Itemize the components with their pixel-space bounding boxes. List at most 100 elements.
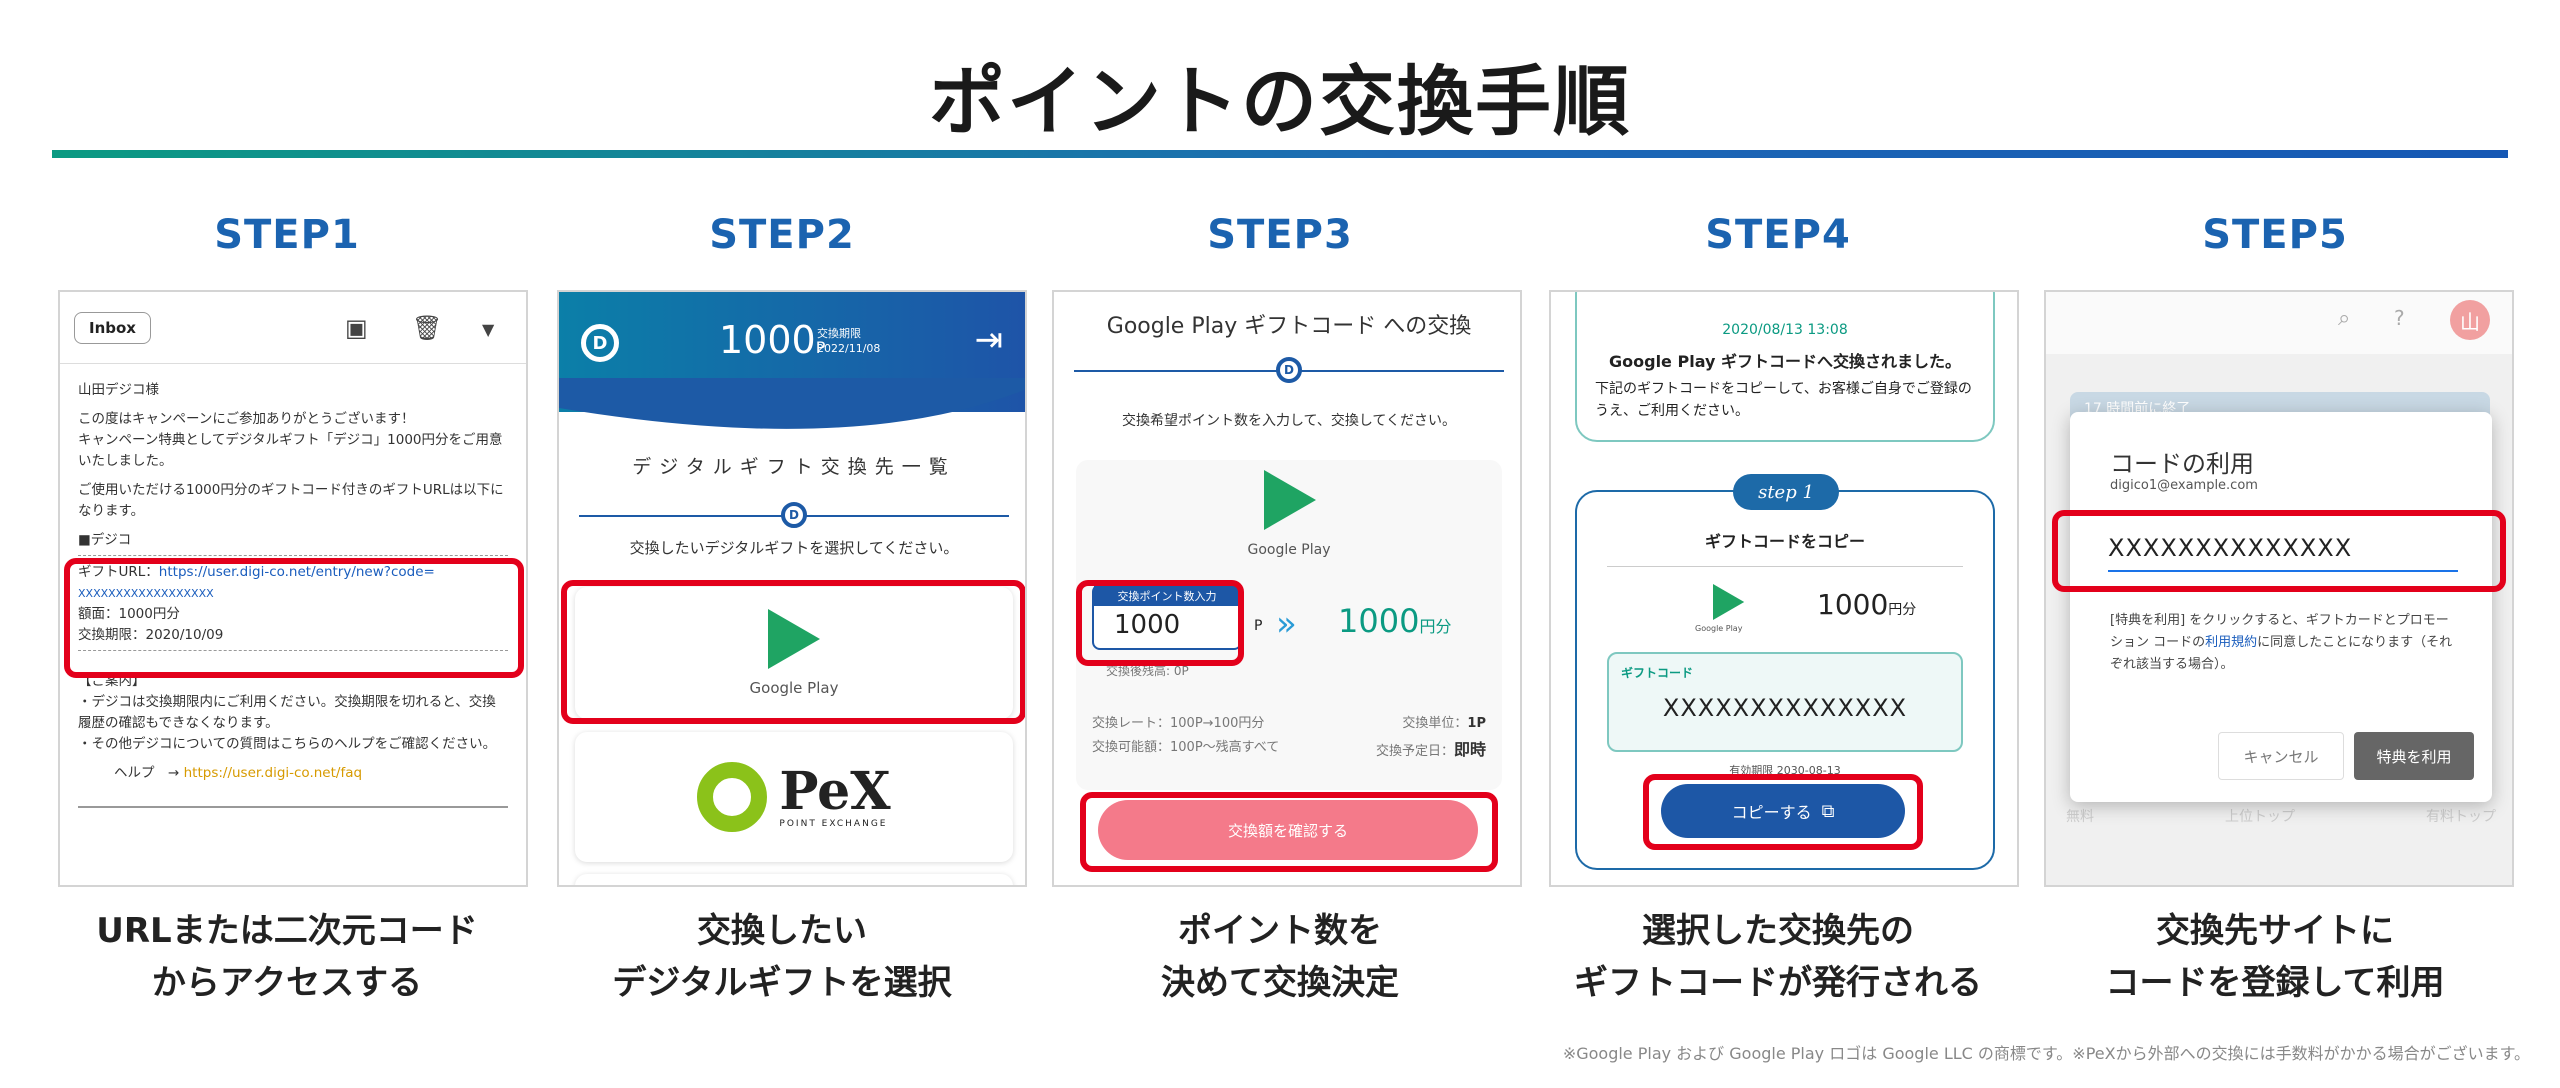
- use-reward-button[interactable]: 特典を利用: [2354, 732, 2474, 780]
- pex-label: PeX: [779, 761, 891, 822]
- step5-caption-1: 交換先サイトに: [2156, 911, 2394, 951]
- code-input[interactable]: XXXXXXXXXXXXXX: [2108, 524, 2458, 572]
- terms-text-1: [特典を利用] をクリックすると、ギフトカードとプロモーション コードの: [2110, 613, 2449, 650]
- copy-heading: ギフトコードをコピー: [1704, 532, 1865, 551]
- digico-icon: D: [781, 502, 807, 528]
- trash-icon[interactable]: 🗑: [412, 314, 443, 342]
- issued-desc: 下記のギフトコードをコピーして、お客様ご自身でご登録のうえ、ご利用ください。: [1595, 381, 1972, 419]
- email-section: ■デジコ: [78, 532, 132, 548]
- schedule-value: 即時: [1453, 740, 1486, 759]
- bg-tabs: 無料 上位トップ 有料トップ: [2066, 806, 2496, 826]
- digico-icon: D: [1276, 357, 1302, 383]
- points-unit: P: [815, 338, 826, 357]
- search-icon[interactable]: ⌕: [2338, 306, 2351, 331]
- step5-label: STEP5: [2202, 212, 2348, 258]
- copy-code-label: コピーする: [1731, 803, 1812, 822]
- step3-exchange-screenshot: Google Play ギフトコード への交換 D 交換希望ポイント数を入力して…: [1052, 290, 1522, 887]
- exchange-rate: 交換レート：100P→100円分: [1092, 716, 1265, 731]
- google-play-logo-icon: [768, 609, 820, 669]
- highlight-copy: [1643, 774, 1923, 850]
- bg-tab-top: 上位トップ: [2225, 809, 2295, 825]
- google-play-card[interactable]: Google Play: [575, 587, 1013, 719]
- redeem-modal: コードの利用 digico1@example.com XXXXXXXXXXXXX…: [2070, 412, 2492, 802]
- page-title: ポイントの交換手順: [929, 57, 1631, 146]
- gift-code-label: ギフトコード: [1621, 666, 1694, 680]
- issued-amount-unit: 円分: [1888, 602, 1917, 618]
- points-input[interactable]: 交換ポイント数入力 1000: [1092, 584, 1242, 650]
- email-greeting: 山田デジコ様: [78, 382, 159, 398]
- step1-caption: URLまたは二次元コードからアクセスする: [42, 905, 532, 1009]
- highlight-url: [64, 558, 524, 678]
- logout-icon[interactable]: ⇥: [974, 320, 1004, 360]
- gift-code[interactable]: XXXXXXXXXXXXXXXXXX: [78, 587, 214, 600]
- balance-value: 0P: [1173, 664, 1189, 678]
- email-body: 山田デジコ様 この度はキャンペーンにご参加ありがとうございます！キャンペーン特典…: [60, 364, 526, 824]
- email-line1: この度はキャンペーンにご参加ありがとうございます！: [78, 411, 415, 427]
- email-line3: ご使用いただける1000円分のギフトコード付きのギフトURLは以下になります。: [78, 482, 504, 519]
- modal-email: digico1@example.com: [2110, 478, 2258, 493]
- header-wave: [559, 378, 1025, 429]
- terms-text: [特典を利用] をクリックすると、ギフトカードとプロモーション コードの利用規約…: [2110, 610, 2460, 676]
- points-input-label: 交換ポイント数入力: [1094, 586, 1240, 606]
- google-play-label: Google Play: [1695, 624, 1743, 633]
- step5-caption-2: コードを登録して利用: [2105, 963, 2445, 1003]
- issued-date: 2020/08/13 13:08: [1722, 322, 1848, 338]
- avatar[interactable]: 山: [2450, 300, 2490, 340]
- terms-link[interactable]: 利用規約: [2205, 635, 2258, 650]
- step4-caption-2: ギフトコードが発行される: [1574, 963, 1982, 1003]
- confirm-exchange-button[interactable]: 交換額を確認する: [1098, 800, 1478, 860]
- points-input-value: 1000: [1114, 610, 1181, 640]
- step3-caption-2: 決めて交換決定: [1161, 963, 1399, 1003]
- highlight-confirm: [1080, 792, 1498, 872]
- help-link[interactable]: https://user.digi-co.net/faq: [183, 765, 363, 781]
- result-box: 2020/08/13 13:08 Google Play ギフトコードへ交換され…: [1575, 292, 1995, 442]
- copy-code-button[interactable]: コピーする ⧉: [1661, 784, 1905, 838]
- google-play-label: Google Play: [749, 679, 839, 697]
- result-unit: 円分: [1419, 617, 1452, 636]
- inbox-chip[interactable]: Inbox: [74, 312, 151, 344]
- google-play-logo-icon: [1713, 584, 1745, 620]
- footnote: ※Google Play および Google Play ロゴは Google …: [1562, 1044, 2530, 1063]
- highlight-google-play: [561, 580, 1025, 724]
- exchange-range: 交換可能額：100P〜残高すべて: [1092, 740, 1280, 755]
- step1-caption-2: からアクセスする: [151, 963, 423, 1003]
- pex-card[interactable]: PeX POINT EXCHANGE: [575, 732, 1013, 862]
- step1-label: STEP1: [214, 212, 360, 258]
- gift-list-sub: 交換したいデジタルギフトを選択してください。: [629, 539, 959, 557]
- step-tag: step 1: [1733, 474, 1839, 510]
- highlight-code: [2052, 510, 2506, 592]
- terms-text-2: に同意したことになります（それぞれ該当する場合）。: [2110, 635, 2453, 672]
- notice-2: ・その他デジコについての質問はこちらのヘルプをご確認ください。: [78, 736, 497, 752]
- gift-list-heading: デジタルギフト交換先一覧: [632, 456, 956, 478]
- step4-caption: 選択した交換先のギフトコードが発行される: [1533, 905, 2023, 1009]
- step1-caption-1: URLまたは二次元コード: [96, 911, 478, 951]
- chevron-down-icon[interactable]: ▼: [482, 320, 495, 339]
- next-card[interactable]: [575, 874, 1013, 885]
- gift-amount: 額面：1000円分: [78, 606, 180, 622]
- step4-label: STEP4: [1705, 212, 1851, 258]
- notice-1: ・デジコは交換期限内にご利用ください。交換期限を切れると、交換履歴の確認もできな…: [78, 694, 496, 731]
- step4-caption-1: 選択した交換先の: [1642, 911, 1914, 951]
- step2-caption: 交換したいデジタルギフトを選択: [537, 905, 1027, 1009]
- archive-icon[interactable]: ▣: [345, 314, 368, 342]
- gift-code-value: XXXXXXXXXXXXXX: [1662, 694, 1908, 722]
- points-value: 1000: [719, 318, 816, 362]
- result-value: 1000: [1338, 602, 1420, 640]
- step1-email-screenshot: Inbox ▣ 🗑 ▼ 山田デジコ様 この度はキャンペーンにご参加ありがとうござ…: [58, 290, 528, 887]
- help-icon[interactable]: ?: [2394, 306, 2405, 330]
- step5-redeem-screenshot: ⌕ ? 山 17 時間前に終了 無料 上位トップ 有料トップ コードの利用 di…: [2044, 290, 2514, 887]
- store-topbar: ⌕ ? 山: [2046, 292, 2512, 354]
- step3-label: STEP3: [1207, 212, 1353, 258]
- cancel-button[interactable]: キャンセル: [2218, 732, 2344, 780]
- gift-code-box[interactable]: ギフトコード XXXXXXXXXXXXXX: [1607, 652, 1963, 752]
- gift-url-link[interactable]: https://user.digi-co.net/entry/new?code=: [158, 564, 435, 580]
- step3-caption: ポイント数を決めて交換決定: [1035, 905, 1525, 1009]
- schedule-label: 交換予定日：: [1375, 744, 1454, 759]
- pex-sub: POINT EXCHANGE: [779, 819, 888, 829]
- unit-label: 交換単位：: [1402, 716, 1468, 731]
- step2-label: STEP2: [709, 212, 855, 258]
- expiry-date: 2022/11/08: [817, 342, 881, 355]
- title-underline: [52, 150, 2508, 158]
